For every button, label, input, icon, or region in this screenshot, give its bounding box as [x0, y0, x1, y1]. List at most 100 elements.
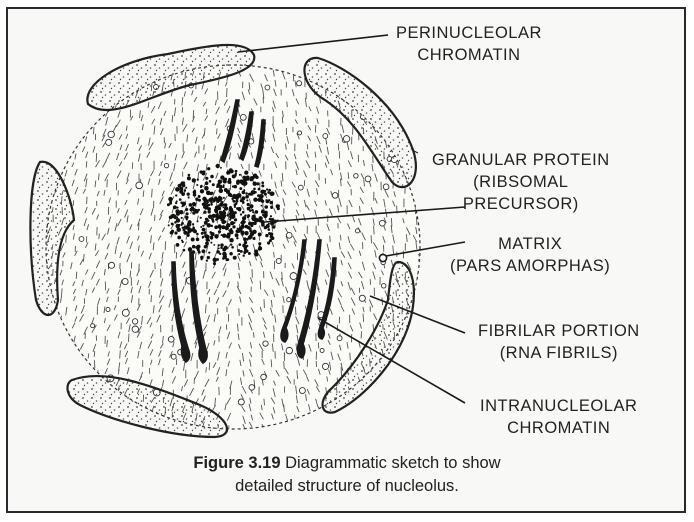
- granule-dot: [183, 249, 186, 252]
- matrix-ring-granule: [238, 399, 244, 405]
- matrix-hatch-stroke: [152, 189, 153, 198]
- matrix-ring-granule: [370, 400, 376, 406]
- granule-dot: [232, 200, 235, 203]
- granule-dot: [258, 248, 260, 250]
- matrix-hatch-stroke: [374, 395, 375, 404]
- granule-dot: [207, 223, 211, 227]
- matrix-hatch-stroke: [393, 425, 394, 430]
- matrix-hatch-stroke: [50, 73, 53, 78]
- matrix-hatch-stroke: [48, 91, 52, 98]
- label-granular-line3: PRECURSOR): [432, 193, 610, 215]
- granule-dot: [227, 258, 230, 261]
- matrix-hatch-stroke: [404, 370, 407, 377]
- matrix-ring-granule: [337, 336, 342, 341]
- matrix-hatch-stroke: [287, 102, 288, 108]
- granule-dot: [193, 230, 197, 234]
- matrix-hatch-stroke: [49, 395, 51, 400]
- granule-dot: [226, 191, 229, 194]
- granule-dot: [207, 256, 210, 259]
- matrix-hatch-stroke: [53, 425, 54, 433]
- figure-caption: Figure 3.19 Diagrammatic sketch to show …: [0, 452, 694, 498]
- granule-dot: [239, 187, 242, 190]
- matrix-hatch-stroke: [74, 82, 76, 88]
- granule-dot: [251, 176, 255, 180]
- granule-dot: [207, 235, 210, 238]
- granule-dot: [270, 215, 272, 217]
- matrix-ring-granule: [286, 232, 292, 238]
- granule-dot: [198, 199, 201, 202]
- matrix-hatch-stroke: [93, 127, 94, 134]
- label-intranucleolar-line1: INTRANUCLEOLAR: [480, 395, 637, 417]
- matrix-ring-granule: [332, 193, 338, 199]
- matrix-hatch-stroke: [403, 90, 405, 95]
- granule-dot: [221, 214, 225, 218]
- granule-dot: [216, 164, 220, 168]
- matrix-hatch-stroke: [418, 273, 419, 280]
- granule-dot: [229, 230, 233, 234]
- granule-dot: [261, 223, 265, 227]
- granule-dot: [232, 225, 235, 228]
- granule-dot: [198, 195, 201, 198]
- matrix-hatch-stroke: [83, 361, 84, 369]
- granule-dot: [187, 222, 192, 227]
- granule-dot: [242, 191, 246, 195]
- granule-dot: [220, 243, 223, 246]
- matrix-hatch-stroke: [403, 360, 406, 365]
- granule-dot: [192, 206, 194, 208]
- matrix-hatch-stroke: [65, 91, 67, 97]
- granule-dot: [207, 207, 211, 211]
- matrix-hatch-stroke: [50, 334, 51, 342]
- granule-dot: [176, 206, 178, 208]
- granule-dot: [197, 220, 199, 222]
- matrix-hatch-stroke: [307, 144, 308, 149]
- granule-dot: [174, 231, 177, 234]
- matrix-hatch-stroke: [296, 110, 297, 116]
- granule-dot: [254, 249, 258, 253]
- matrix-hatch-stroke: [393, 368, 396, 375]
- granule-dot: [212, 183, 215, 186]
- matrix-hatch-stroke: [382, 424, 383, 430]
- granule-dot: [171, 223, 174, 226]
- matrix-hatch-stroke: [60, 324, 61, 332]
- matrix-hatch-stroke: [75, 111, 77, 118]
- granule-dot: [198, 251, 201, 254]
- matrix-hatch-stroke: [417, 280, 420, 288]
- matrix-ring-granule: [355, 229, 359, 233]
- matrix-hatch-stroke: [50, 342, 51, 347]
- matrix-hatch-stroke: [51, 99, 55, 105]
- matrix-hatch-stroke: [96, 116, 98, 121]
- matrix-ring-granule: [106, 307, 110, 311]
- granule-dot: [181, 205, 183, 207]
- granule-dot: [238, 243, 241, 246]
- matrix-hatch-stroke: [52, 377, 55, 383]
- granule-dot: [175, 224, 179, 228]
- granule-dot: [223, 197, 225, 199]
- granule-dot: [200, 189, 204, 193]
- granule-dot: [229, 206, 232, 209]
- matrix-hatch-stroke: [60, 412, 61, 420]
- matrix-ring-granule: [286, 347, 292, 353]
- granule-dot: [270, 192, 274, 196]
- matrix-hatch-stroke: [418, 125, 422, 132]
- matrix-hatch-stroke: [392, 83, 395, 92]
- granule-dot: [234, 185, 238, 189]
- caption-text-line1: Diagrammatic sketch to show: [281, 454, 501, 472]
- granule-dot: [260, 190, 264, 194]
- matrix-hatch-stroke: [73, 72, 76, 80]
- matrix-hatch-stroke: [65, 395, 68, 401]
- granule-dot: [175, 194, 177, 196]
- granule-dot: [202, 236, 204, 238]
- label-granular-line2: (RIBSOMAL: [432, 171, 610, 193]
- granule-dot: [219, 228, 221, 230]
- matrix-hatch-stroke: [121, 423, 122, 430]
- granule-dot: [210, 242, 212, 244]
- granule-dot: [257, 194, 260, 197]
- granule-dot: [204, 231, 207, 234]
- granule-dot: [185, 187, 187, 189]
- matrix-ring-granule: [132, 319, 137, 324]
- granule-dot: [195, 209, 199, 213]
- granule-dot: [208, 251, 210, 253]
- matrix-hatch-stroke: [371, 404, 372, 411]
- label-matrix-line2: (PARS AMORPHAS): [450, 255, 610, 277]
- granule-dot: [210, 236, 214, 240]
